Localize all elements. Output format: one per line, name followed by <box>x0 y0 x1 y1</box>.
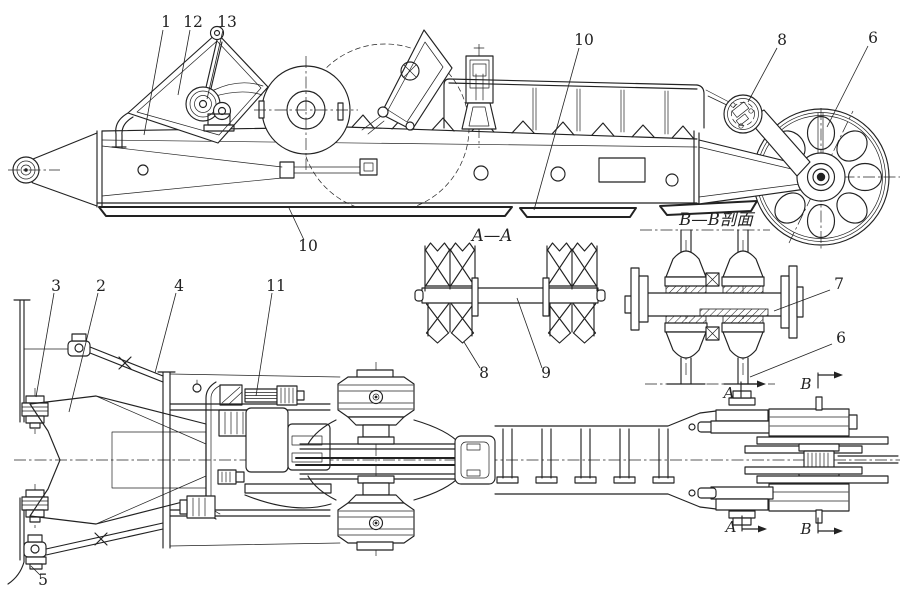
part-label-6-upper: 6 <box>868 29 878 47</box>
side-elevation-view <box>8 25 900 250</box>
cut-mark-a-bottom: A <box>724 515 767 536</box>
aa-sheave-left <box>424 242 479 344</box>
part-label-3: 3 <box>51 277 61 295</box>
plan-gearbox-cluster <box>179 379 332 520</box>
conveyor-rungs <box>496 428 675 484</box>
knurled-knob <box>276 385 298 406</box>
svg-text:A: A <box>722 384 735 402</box>
leader-lines <box>30 29 869 576</box>
annotation-layer: 1 12 13 10 8 6 10 8 9 7 6 3 2 4 11 5 A—A… <box>30 13 878 589</box>
part-label-8-section: 8 <box>479 364 489 382</box>
svg-text:A: A <box>724 518 737 536</box>
svg-text:B: B <box>799 520 811 538</box>
aa-sheave-right <box>542 242 598 344</box>
cut-mark-b-bottom: B <box>799 517 843 538</box>
part-label-8-upper: 8 <box>777 31 787 49</box>
part-label-13: 13 <box>217 13 237 31</box>
part-label-6-section: 6 <box>836 329 846 347</box>
svg-text:B: B <box>799 375 811 393</box>
plan-hopper <box>29 395 207 525</box>
hoist-kite-linkage <box>111 25 269 149</box>
guard-railing <box>443 78 705 135</box>
bb-legs-upper <box>680 229 749 253</box>
bb-shaft-assembly <box>624 250 804 359</box>
part-label-12: 12 <box>183 13 203 31</box>
section-aa-title: A—A <box>470 226 512 245</box>
part-label-7: 7 <box>834 275 844 293</box>
section-bb-title: B—B剖面 <box>678 210 755 229</box>
aa-axle <box>414 287 606 304</box>
plan-tie-links <box>23 333 164 570</box>
plan-view <box>7 299 900 585</box>
plan-rear-drive <box>688 390 899 526</box>
tail-idler-pulley <box>705 89 811 177</box>
plan-conveyor-frame <box>454 412 701 508</box>
part-label-2: 2 <box>96 277 106 295</box>
part-label-10-lower: 10 <box>298 237 318 255</box>
section-aa-view <box>414 242 606 344</box>
plan-anchor-plates <box>7 299 31 585</box>
skid-plates <box>98 200 758 218</box>
part-label-11: 11 <box>266 277 286 295</box>
cut-mark-b-top: B <box>799 371 843 393</box>
cable-drum <box>254 56 358 170</box>
sheave-plate <box>361 29 453 135</box>
section-bb-view <box>624 229 804 385</box>
part-label-1: 1 <box>161 13 171 31</box>
part-label-10-upper: 10 <box>574 31 594 49</box>
part-label-5: 5 <box>38 571 48 589</box>
part-label-9: 9 <box>541 364 551 382</box>
cut-mark-a-top: A <box>722 380 766 402</box>
plan-wheelset <box>295 362 493 556</box>
part-label-4: 4 <box>174 277 184 295</box>
plan-adjuster-bottom <box>21 484 49 528</box>
boom-structure <box>8 126 700 208</box>
bb-legs-lower <box>666 357 763 385</box>
